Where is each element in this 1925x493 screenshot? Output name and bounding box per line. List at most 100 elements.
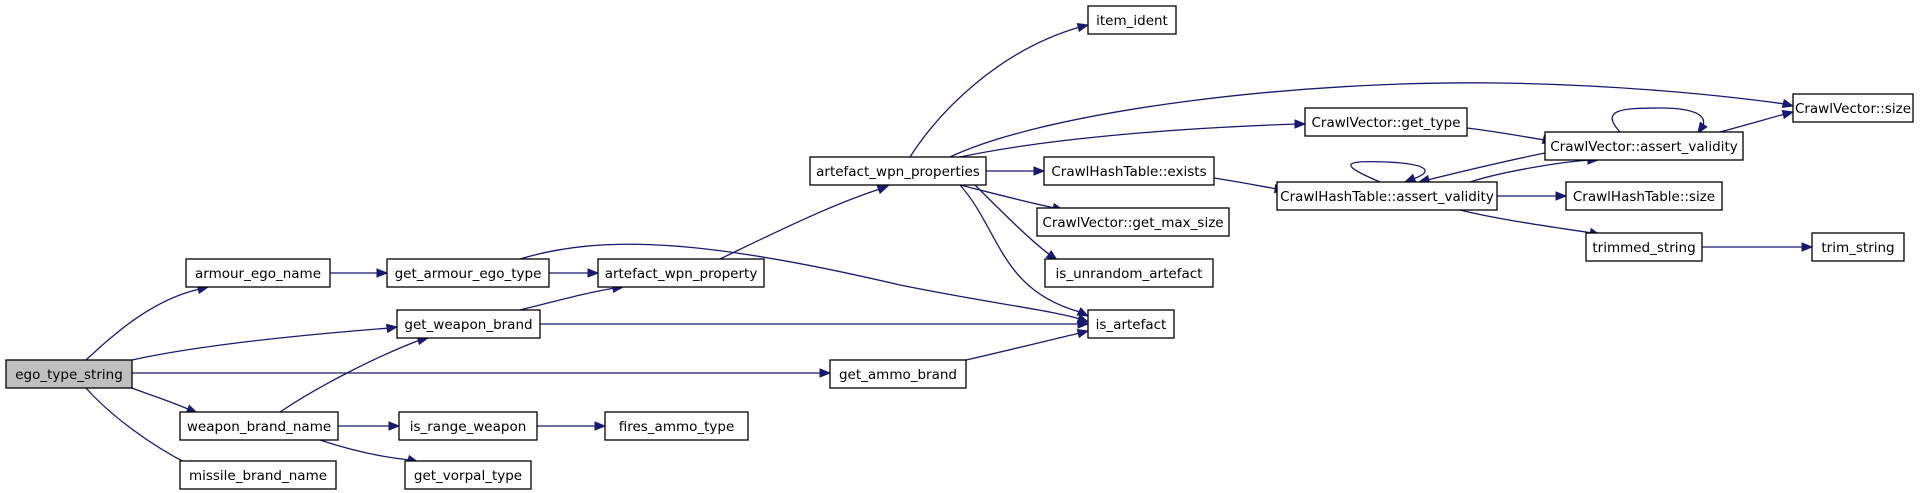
- node-label: CrawlHashTable::size: [1573, 189, 1715, 205]
- node-label: fires_ammo_type: [619, 419, 735, 435]
- node-box: [597, 258, 765, 288]
- edge-line: [1213, 177, 1278, 190]
- node-box: [1036, 207, 1230, 237]
- arrowhead: [1077, 319, 1090, 329]
- node-label: armour_ego_name: [195, 266, 321, 282]
- node-label: trim_string: [1821, 240, 1894, 256]
- node-is-unrandom-artefact[interactable]: is_unrandom_artefact: [1044, 258, 1214, 288]
- node-cv-get-max-size[interactable]: CrawlVector::get_max_size: [1036, 207, 1230, 237]
- node-box: [1792, 93, 1914, 123]
- arrowhead: [819, 368, 832, 378]
- edge-line: [974, 184, 1051, 256]
- node-box: [1811, 232, 1905, 262]
- edge-line: [319, 439, 411, 461]
- node-item-ident[interactable]: item_ident: [1087, 5, 1177, 35]
- node-label: is_range_weapon: [410, 419, 527, 435]
- node-label: get_weapon_brand: [404, 317, 532, 333]
- node-is-artefact[interactable]: is_artefact: [1087, 309, 1175, 339]
- node-box: [396, 309, 541, 339]
- node-get-armour-ego-type[interactable]: get_armour_ego_type: [386, 258, 550, 288]
- edge-line: [519, 287, 616, 311]
- edge-line: [1426, 152, 1546, 181]
- edge-line: [1611, 107, 1705, 133]
- node-cv-get-type[interactable]: CrawlVector::get_type: [1304, 107, 1468, 137]
- edge-weapon-brand-name-to-get-weapon-brand: [279, 335, 430, 413]
- node-trim-string[interactable]: trim_string: [1811, 232, 1905, 262]
- node-cht-exists[interactable]: CrawlHashTable::exists: [1043, 156, 1215, 186]
- node-label: item_ident: [1096, 13, 1168, 29]
- node-box: [386, 258, 550, 288]
- edge-cht-assert-validity-to-cht-size: [1497, 191, 1568, 201]
- edge-line: [965, 332, 1081, 361]
- edge-line: [959, 123, 1298, 158]
- node-box: [5, 359, 133, 389]
- arrowhead: [376, 268, 389, 278]
- edge-line: [909, 26, 1081, 158]
- node-box: [404, 460, 532, 490]
- arrowhead: [1076, 22, 1090, 33]
- node-label: trimmed_string: [1592, 240, 1695, 256]
- node-label: CrawlVector::get_max_size: [1042, 215, 1223, 231]
- node-armour-ego-name[interactable]: armour_ego_name: [185, 258, 331, 288]
- edge-line: [959, 184, 1056, 209]
- node-artefact-wpn-property[interactable]: artefact_wpn_property: [597, 258, 765, 288]
- node-trimmed-string[interactable]: trimmed_string: [1585, 232, 1703, 262]
- edge-get-ammo-brand-to-is-artefact: [965, 328, 1090, 361]
- arrowhead: [1781, 109, 1795, 120]
- node-cht-assert-validity[interactable]: CrawlHashTable::assert_validity: [1276, 181, 1498, 211]
- node-box: [1544, 131, 1744, 161]
- edge-artefact-wpn-properties-to-cv-size: [949, 82, 1795, 158]
- node-box: [1087, 309, 1175, 339]
- node-label: CrawlHashTable::exists: [1051, 164, 1206, 180]
- edge-weapon-brand-name-to-is-range-weapon: [338, 421, 401, 431]
- node-label: is_artefact: [1096, 317, 1167, 333]
- arrowhead: [1697, 121, 1708, 135]
- node-get-vorpal-type[interactable]: get_vorpal_type: [404, 460, 532, 490]
- node-artefact-wpn-properties[interactable]: artefact_wpn_properties: [809, 156, 987, 186]
- edge-artefact-wpn-properties-to-item-ident: [909, 22, 1090, 158]
- node-cv-size[interactable]: CrawlVector::size: [1792, 93, 1914, 123]
- arrowhead: [1076, 328, 1090, 339]
- arrowhead: [876, 185, 890, 195]
- node-weapon-brand-name[interactable]: weapon_brand_name: [179, 411, 339, 441]
- node-box: [179, 411, 339, 441]
- node-fires-ammo-type[interactable]: fires_ammo_type: [604, 411, 749, 441]
- edge-line: [1719, 113, 1786, 133]
- edge-artefact-wpn-property-to-artefact-wpn-properties: [719, 185, 890, 260]
- edge-artefact-wpn-properties-to-cht-exists: [986, 166, 1046, 176]
- node-box: [1087, 5, 1177, 35]
- arrowhead: [1294, 119, 1307, 129]
- node-box: [1304, 107, 1468, 137]
- edge-line: [131, 387, 191, 411]
- edge-is-range-weapon-to-fires-ammo-type: [537, 421, 607, 431]
- edge-armour-ego-name-to-get-armour-ego-type: [330, 268, 389, 278]
- edge-cht-assert-validity-to-trimmed-string: [1459, 209, 1602, 238]
- node-get-ammo-brand[interactable]: get_ammo_brand: [829, 359, 967, 389]
- edge-cv-assert-validity-to-cv-size: [1719, 109, 1795, 133]
- node-label: CrawlVector::get_type: [1312, 115, 1461, 131]
- node-box: [809, 156, 987, 186]
- node-label: get_vorpal_type: [414, 468, 522, 484]
- node-cv-assert-validity[interactable]: CrawlVector::assert_validity: [1544, 131, 1744, 161]
- edge-line: [85, 288, 201, 361]
- node-label: CrawlVector::assert_validity: [1550, 139, 1738, 155]
- node-get-weapon-brand[interactable]: get_weapon_brand: [396, 309, 541, 339]
- node-missile-brand-name[interactable]: missile_brand_name: [179, 460, 337, 490]
- edge-artefact-wpn-properties-to-cv-get-type: [959, 119, 1307, 158]
- call-graph-nodes: ego_type_string armour_ego_name weapon_bra…: [5, 5, 1914, 490]
- node-box: [179, 460, 337, 490]
- node-cht-size[interactable]: CrawlHashTable::size: [1565, 181, 1723, 211]
- node-box: [604, 411, 749, 441]
- arrowhead: [1033, 166, 1046, 176]
- edge-line: [1459, 209, 1593, 234]
- node-label: missile_brand_name: [189, 468, 327, 484]
- node-ego-type-string[interactable]: ego_type_string: [5, 359, 133, 389]
- edge-line: [131, 327, 391, 361]
- edge-cv-assert-validity-to-cv-assert-validity: [1611, 107, 1708, 135]
- edge-get-weapon-brand-to-is-artefact: [540, 319, 1090, 329]
- node-is-range-weapon[interactable]: is_range_weapon: [398, 411, 538, 441]
- node-label: CrawlHashTable::assert_validity: [1280, 189, 1494, 205]
- arrowhead: [1801, 242, 1814, 252]
- node-label: get_ammo_brand: [839, 367, 957, 383]
